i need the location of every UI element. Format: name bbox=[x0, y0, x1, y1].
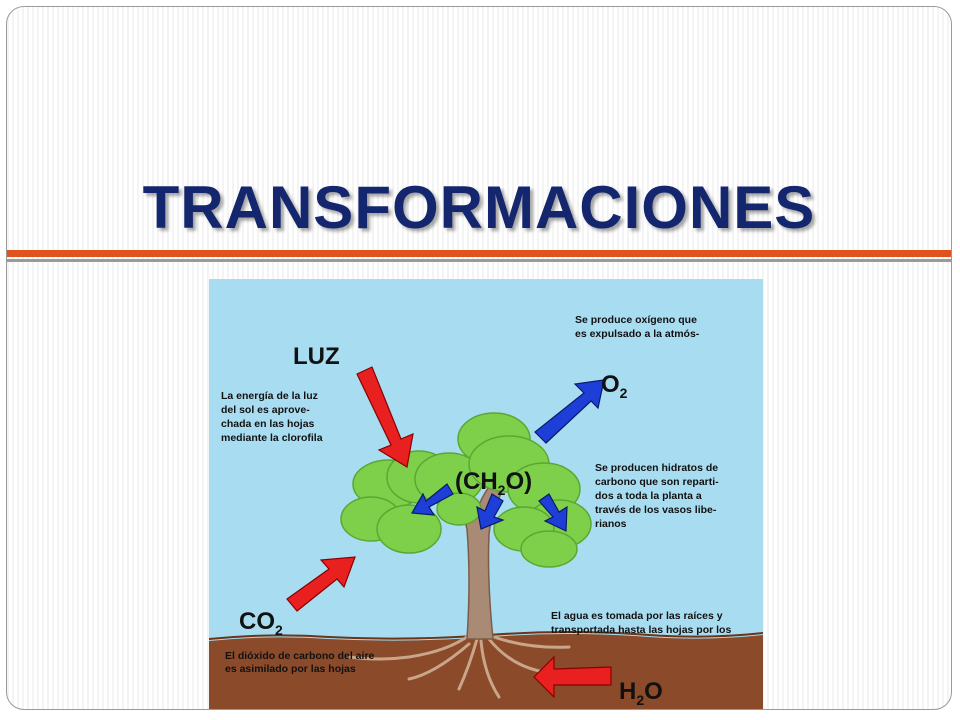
ch2o-text-line: dos a toda la planta a bbox=[595, 490, 702, 502]
luz-label: LUZ bbox=[293, 343, 340, 370]
h2o-text-line: El agua es tomada por las raíces y bbox=[551, 610, 723, 622]
ch2o-b: O) bbox=[505, 468, 532, 495]
ch2o-text-line: través de los vasos libe- bbox=[595, 504, 717, 516]
ch2o-label: (CH2O) bbox=[455, 468, 532, 498]
co2-sub: 2 bbox=[275, 622, 283, 638]
ch2o-text-line: rianos bbox=[595, 518, 627, 530]
co2-text-line: El dióxido de carbono del aire bbox=[225, 650, 375, 662]
co2-main: CO bbox=[239, 608, 275, 635]
gray-rule bbox=[7, 259, 951, 262]
ch2o-text-line: Se producen hidratos de bbox=[595, 462, 718, 474]
ch2o-text-line: carbono que son reparti- bbox=[595, 476, 719, 488]
photosynthesis-diagram: LUZ La energía de la luz del sol es apro… bbox=[209, 279, 763, 709]
ch2o-blue-arrow-left bbox=[411, 483, 454, 516]
h2o-label: H2O bbox=[619, 678, 663, 708]
h2o-main: H bbox=[619, 678, 636, 705]
ch2o-blue-arrow-center bbox=[476, 493, 505, 530]
diagram-svg: LUZ La energía de la luz del sol es apro… bbox=[209, 279, 763, 709]
luz-red-arrow bbox=[356, 366, 414, 468]
slide-title: TRANSFORMACIONES bbox=[142, 174, 816, 241]
luz-text-line: La energía de la luz bbox=[221, 390, 318, 402]
h2o-text-line: transportada hasta las hojas por los bbox=[551, 624, 731, 636]
o2-main: O bbox=[601, 371, 620, 398]
ch2o-sub: 2 bbox=[498, 482, 506, 498]
ch2o-blue-arrow-right bbox=[538, 493, 568, 532]
foliage bbox=[340, 412, 592, 568]
accent-rule bbox=[7, 250, 951, 257]
title-area: TRANSFORMACIONES bbox=[7, 7, 951, 247]
h2o-red-arrow bbox=[533, 655, 612, 699]
luz-text-line: mediante la clorofila bbox=[221, 432, 323, 444]
o2-text-line: es expulsado a la atmós- bbox=[575, 328, 700, 340]
luz-text-line: chada en las hojas bbox=[221, 418, 315, 430]
o2-label: O2 bbox=[601, 371, 628, 401]
o2-sub: 2 bbox=[620, 385, 628, 401]
co2-label: CO2 bbox=[239, 608, 283, 638]
h2o-sub: 2 bbox=[636, 692, 644, 708]
co2-red-arrow bbox=[286, 556, 356, 612]
o2-blue-arrow bbox=[534, 379, 605, 444]
luz-text-line: del sol es aprove- bbox=[221, 404, 310, 416]
h2o-end: O bbox=[644, 678, 663, 705]
ch2o-a: (CH bbox=[455, 468, 498, 495]
slide: TRANSFORMACIONES bbox=[6, 6, 952, 710]
o2-text-line: Se produce oxígeno que bbox=[575, 314, 697, 326]
co2-text-line: es asimilado por las hojas bbox=[225, 663, 356, 675]
